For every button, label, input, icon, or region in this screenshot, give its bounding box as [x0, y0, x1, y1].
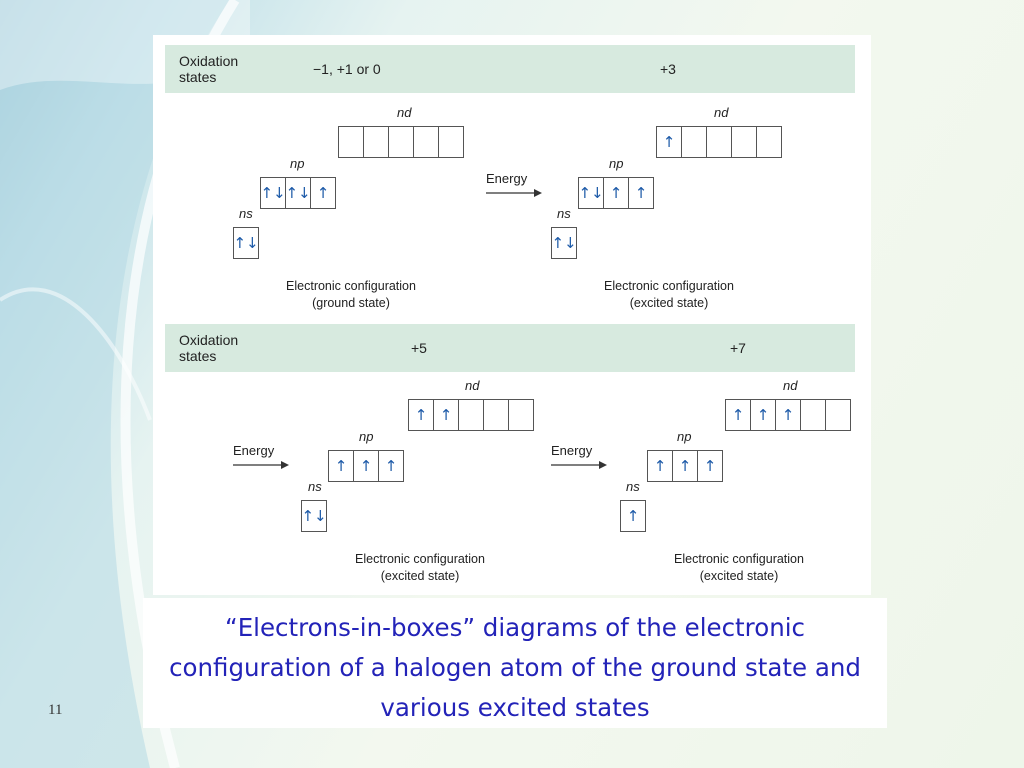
oxidation-value-plus7: +7	[730, 340, 746, 356]
ns-boxes-plus7: ↑	[620, 500, 646, 532]
config-label-plus3: Electronic configuration (excited state)	[604, 279, 734, 310]
orbital-label-np: np	[359, 429, 374, 444]
orbital-label-nd: nd	[397, 105, 412, 120]
orbital-label-np: np	[677, 429, 692, 444]
orbital-box: ↑	[647, 450, 673, 482]
orbital-box: ↑↓	[233, 227, 259, 259]
electrons-in-boxes-figure: Oxidation states −1, +1 or 0 +3 nd np ↑↓…	[153, 35, 871, 595]
orbital-box	[438, 126, 464, 158]
ns-boxes-plus3: ↑↓	[551, 227, 577, 259]
oxidation-value-plus5: +5	[411, 340, 427, 356]
orbital-box	[731, 126, 757, 158]
orbital-box	[681, 126, 707, 158]
orbital-box: ↑	[328, 450, 354, 482]
oxidation-states-band-top: Oxidation states −1, +1 or 0 +3	[165, 45, 855, 93]
config-label-ground: Electronic configuration (ground state)	[286, 279, 416, 310]
np-boxes-plus3: ↑↓ ↑ ↑	[578, 177, 654, 209]
figure-caption: “Electrons-in-boxes” diagrams of the ele…	[169, 613, 861, 722]
orbital-box: ↑↓	[285, 177, 311, 209]
orbital-box	[458, 399, 484, 431]
caption-box: “Electrons-in-boxes” diagrams of the ele…	[143, 598, 887, 728]
orbital-box: ↑	[378, 450, 404, 482]
energy-arrow-1: Energy	[486, 171, 546, 198]
orbital-label-np: np	[609, 156, 624, 171]
orbital-label-nd: nd	[783, 378, 798, 393]
orbital-box	[483, 399, 509, 431]
orbital-label-nd: nd	[714, 105, 729, 120]
orbital-box: ↑	[433, 399, 459, 431]
orbital-box	[800, 399, 826, 431]
orbital-label-ns: ns	[626, 479, 640, 494]
orbital-box	[706, 126, 732, 158]
orbital-box	[338, 126, 364, 158]
arrow-right-icon	[486, 189, 542, 197]
orbital-box: ↑↓	[301, 500, 327, 532]
orbital-box	[756, 126, 782, 158]
ns-boxes-ground: ↑↓	[233, 227, 259, 259]
nd-boxes-plus5: ↑ ↑	[408, 399, 534, 431]
orbital-box	[413, 126, 439, 158]
orbital-label-nd: nd	[465, 378, 480, 393]
np-boxes-ground: ↑↓ ↑↓ ↑	[260, 177, 336, 209]
orbital-box	[825, 399, 851, 431]
orbital-box: ↑	[620, 500, 646, 532]
orbital-label-ns: ns	[308, 479, 322, 494]
orbital-box: ↑↓	[578, 177, 604, 209]
orbital-box: ↑	[603, 177, 629, 209]
orbital-box: ↑	[697, 450, 723, 482]
oxidation-states-band-bottom: Oxidation states +5 +7	[165, 324, 855, 372]
orbital-box: ↑	[628, 177, 654, 209]
energy-arrow-3: Energy	[551, 443, 611, 470]
orbital-box	[388, 126, 414, 158]
orbital-box: ↑	[353, 450, 379, 482]
orbital-label-ns: ns	[239, 206, 253, 221]
orbital-box: ↑↓	[551, 227, 577, 259]
ns-boxes-plus5: ↑↓	[301, 500, 327, 532]
np-boxes-plus7: ↑ ↑ ↑	[647, 450, 723, 482]
slide-number: 11	[48, 702, 63, 718]
orbital-box: ↑↓	[260, 177, 286, 209]
orbital-box	[508, 399, 534, 431]
orbital-box: ↑	[775, 399, 801, 431]
oxidation-states-label: Oxidation states	[179, 53, 239, 85]
oxidation-value-ground: −1, +1 or 0	[313, 61, 381, 77]
orbital-box: ↑	[310, 177, 336, 209]
orbital-box: ↑	[750, 399, 776, 431]
orbital-box: ↑	[672, 450, 698, 482]
arrow-right-icon	[551, 461, 607, 469]
nd-boxes-plus7: ↑ ↑ ↑	[725, 399, 851, 431]
nd-boxes-plus3: ↑	[656, 126, 782, 158]
orbital-box	[363, 126, 389, 158]
config-label-plus7: Electronic configuration (excited state)	[674, 552, 804, 583]
orbital-box: ↑	[656, 126, 682, 158]
orbital-label-ns: ns	[557, 206, 571, 221]
orbital-label-np: np	[290, 156, 305, 171]
np-boxes-plus5: ↑ ↑ ↑	[328, 450, 404, 482]
config-label-plus5: Electronic configuration (excited state)	[355, 552, 485, 583]
oxidation-value-plus3: +3	[660, 61, 676, 77]
orbital-box: ↑	[408, 399, 434, 431]
orbital-box: ↑	[725, 399, 751, 431]
arrow-right-icon	[233, 461, 289, 469]
nd-boxes-ground	[338, 126, 464, 158]
oxidation-states-label: Oxidation states	[179, 332, 239, 364]
energy-arrow-2: Energy	[233, 443, 293, 470]
